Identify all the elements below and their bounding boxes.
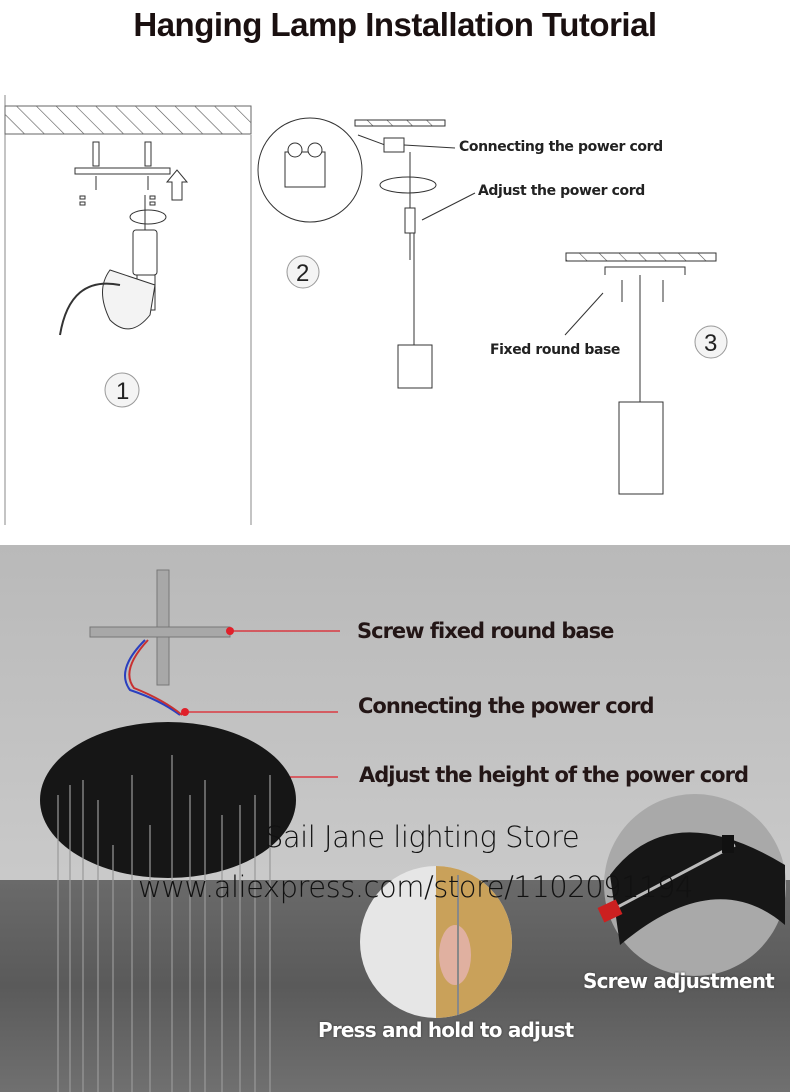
cross-bracket <box>89 569 231 716</box>
step2-number: 2 <box>296 260 310 287</box>
watermark-url: www.aliexpress.com/store/1102091194 <box>138 870 693 904</box>
ceiling <box>4 105 252 135</box>
label-screw-fixed-round-base: Screw fixed round base <box>357 619 614 643</box>
label-connecting-power-cord: Connecting the power cord <box>358 694 655 718</box>
watermark-store: Sail Jane lighting Store <box>265 820 580 854</box>
round-base <box>40 722 296 878</box>
mounting-plate <box>74 167 171 175</box>
step3-base-label: Fixed round base <box>490 342 621 358</box>
step2-adjust-label: Adjust the power cord <box>478 183 645 199</box>
label-adjust-height: Adjust the height of the power cord <box>359 763 749 787</box>
label-press-and-hold: Press and hold to adjust <box>318 1018 574 1042</box>
photo-illustration <box>40 569 786 1092</box>
screw-detail-circle <box>597 794 786 976</box>
arrow-up-icon <box>165 169 189 201</box>
step2-panel <box>257 117 476 389</box>
step3-panel <box>564 252 728 495</box>
step1-number: 1 <box>116 378 130 405</box>
drill-icon <box>59 195 167 336</box>
label-screw-adjustment: Screw adjustment <box>583 969 775 993</box>
press-detail-circle <box>360 866 512 1018</box>
step1-panel <box>4 95 252 525</box>
installation-diagram <box>4 95 728 525</box>
step3-number: 3 <box>704 330 718 357</box>
step2-connect-label: Connecting the power cord <box>459 139 663 155</box>
page-title: Hanging Lamp Installation Tutorial <box>133 6 657 43</box>
step1-badge <box>104 372 140 408</box>
